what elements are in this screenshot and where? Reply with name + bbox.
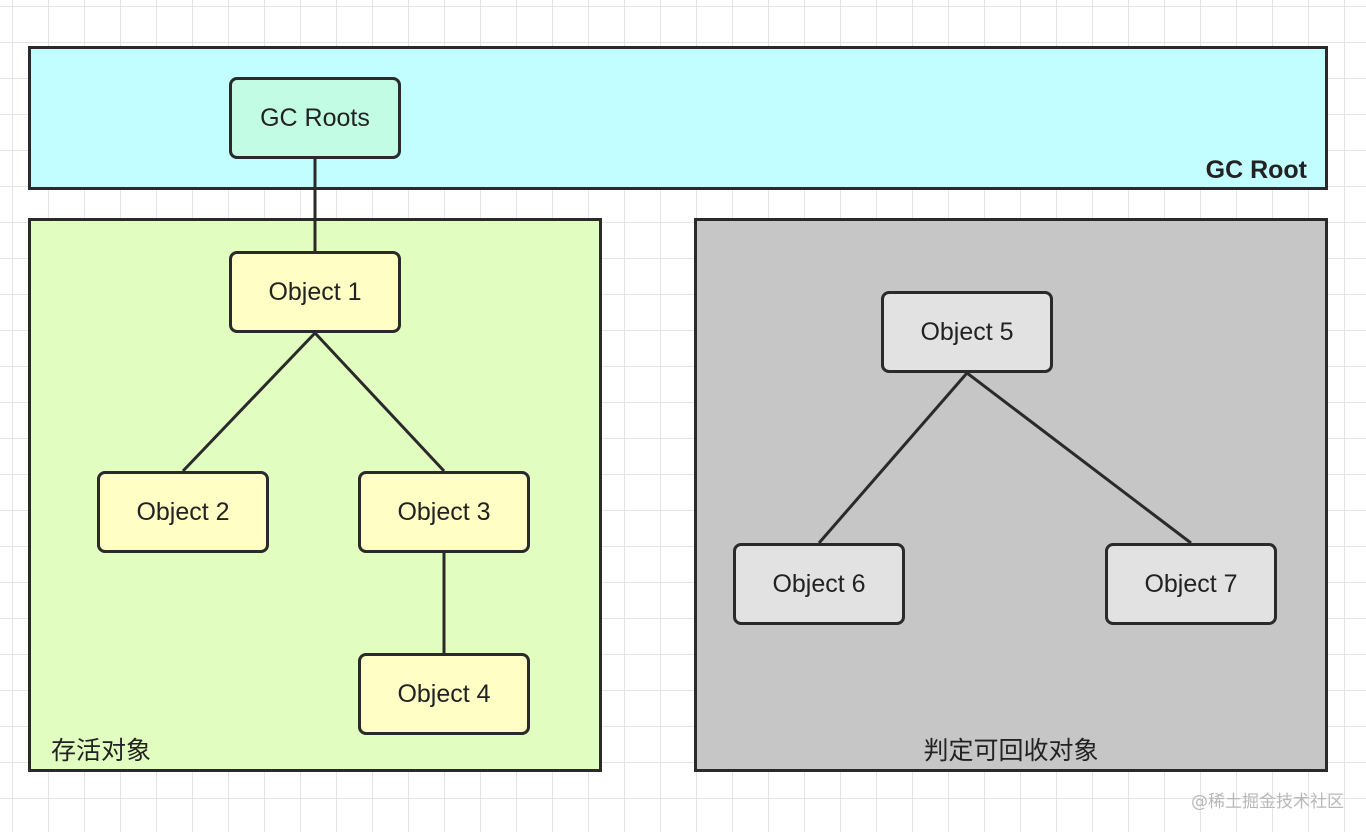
object-6-node: Object 6 bbox=[733, 543, 905, 625]
collectable-objects-region-label: 判定可回收对象 bbox=[923, 736, 1099, 765]
watermark: @稀土掘金技术社区 bbox=[1191, 792, 1344, 812]
edge-object-5-to-object-6 bbox=[817, 372, 969, 544]
object-1-node: Object 1 bbox=[229, 251, 401, 333]
object-3-node: Object 3 bbox=[358, 471, 530, 553]
gc-root-region-label: GC Root bbox=[1205, 156, 1307, 184]
alive-objects-region-label: 存活对象 bbox=[51, 736, 152, 765]
gc-roots-node: GC Roots bbox=[229, 77, 401, 159]
edge-object-1-to-object-2 bbox=[181, 331, 317, 473]
edge-object-5-to-object-7 bbox=[966, 371, 1192, 545]
object-7-node: Object 7 bbox=[1105, 543, 1277, 625]
object-4-node: Object 4 bbox=[358, 653, 530, 735]
edge-object-1-to-object-3 bbox=[313, 331, 446, 473]
object-2-node: Object 2 bbox=[97, 471, 269, 553]
object-5-node: Object 5 bbox=[881, 291, 1053, 373]
